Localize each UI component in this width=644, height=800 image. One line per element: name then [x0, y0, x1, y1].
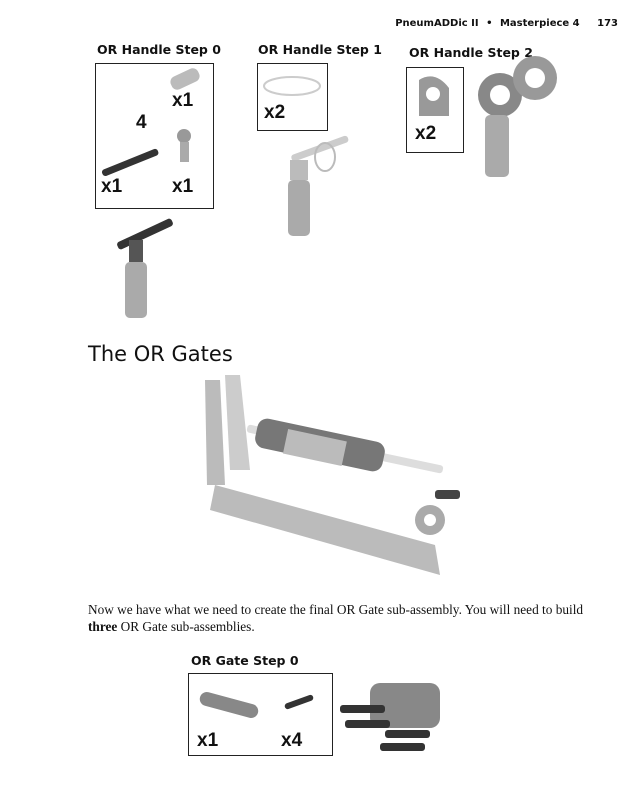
parts-illustration	[101, 68, 200, 177]
quantity-label: x1	[172, 90, 194, 111]
quantity-label: x2	[415, 123, 437, 144]
handle-step-0-parts-box: x1 4 x1 x1	[95, 63, 214, 209]
running-header: PneumADDic II • Masterpiece 4 173	[391, 18, 618, 29]
handle-step-2-title: OR Handle Step 2	[409, 45, 533, 60]
handle-step-1-model	[288, 135, 349, 236]
page-number: 173	[597, 18, 618, 29]
separator: •	[486, 18, 493, 29]
section-heading: The OR Gates	[88, 342, 233, 366]
quantity-label: x2	[264, 102, 286, 123]
quantity-label: x4	[281, 730, 303, 751]
body-paragraph: Now we have what we need to create the f…	[88, 602, 584, 634]
running-title: PneumADDic II	[395, 18, 479, 29]
gate-step-0-parts-box: x1 x4	[188, 673, 333, 756]
handle-step-0-model	[117, 218, 173, 318]
gate-step-0-model	[340, 683, 440, 751]
quantity-label: x1	[101, 176, 123, 197]
handle-step-0-title: OR Handle Step 0	[97, 42, 221, 57]
handle-step-2-model	[478, 56, 557, 177]
quantity-label: x1	[197, 730, 219, 751]
chapter-title: Masterpiece 4	[499, 18, 580, 29]
handle-step-1-title: OR Handle Step 1	[258, 42, 382, 57]
or-gate-model-illustration	[205, 375, 460, 575]
handle-step-2-parts-box: x2	[406, 67, 464, 153]
gate-step-0-title: OR Gate Step 0	[191, 653, 299, 668]
quantity-label: x1	[172, 176, 194, 197]
handle-step-1-parts-box: x2	[257, 63, 328, 131]
length-label: 4	[136, 112, 147, 133]
